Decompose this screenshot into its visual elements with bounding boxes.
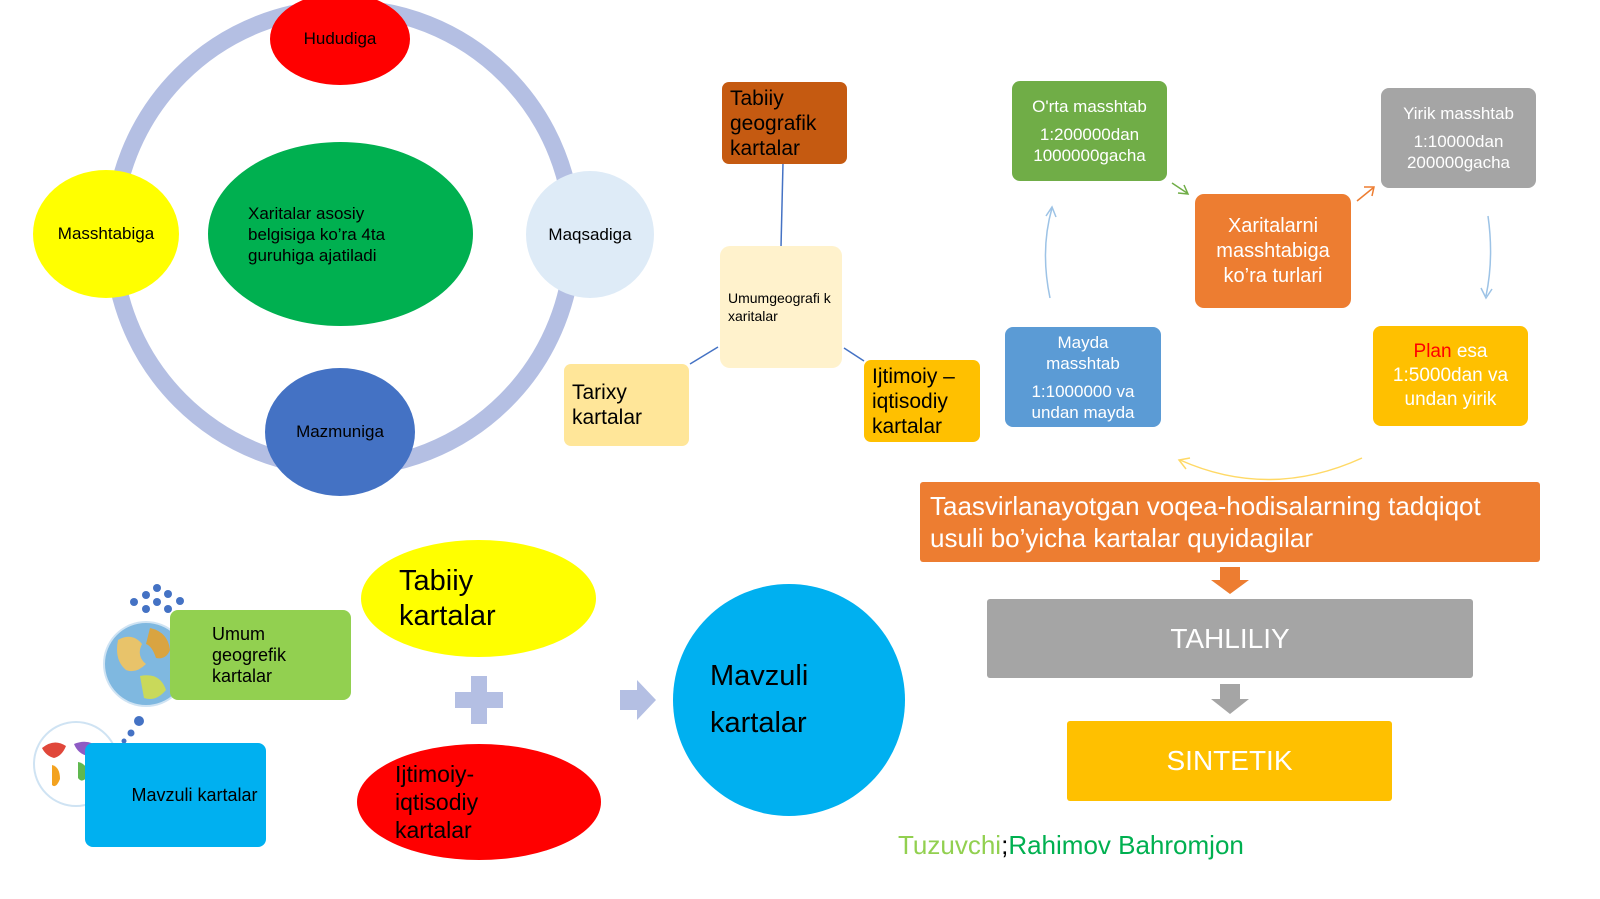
arrow-large-to-plan	[1485, 215, 1492, 297]
scale-plan-box: Plan esa 1:5000dan va undan yirik	[1373, 326, 1528, 426]
hub-center-label: Umumgeografi k xaritalar	[728, 290, 831, 324]
cycle-node-left: Masshtabiga	[33, 170, 179, 298]
arrowhead-medium-to-center	[1177, 184, 1190, 195]
method-header: Taasvirlanayotgan voqea-hodisalarning ta…	[920, 482, 1540, 562]
plus-sign-horizontal	[455, 692, 503, 708]
cycle-center: Xaritalar asosiy belgisiga ko’ra 4ta gur…	[208, 142, 473, 326]
formula-socio-ellipse: Ijtimoiy- iqtisodiy kartalar	[357, 744, 601, 860]
method-step-analytic-label: TAHLILIY	[1170, 622, 1290, 654]
cycle-node-top: Hududiga	[270, 0, 410, 85]
arrowhead-small-to-medium	[1045, 205, 1057, 218]
author-label: Tuzuvchi	[898, 830, 1002, 860]
scale-plan-title-rest: esa	[1451, 341, 1488, 362]
scale-medium-range: 1:200000dan 1000000gacha	[1033, 125, 1146, 165]
formula-socio-label: Ijtimoiy- iqtisodiy kartalar	[395, 761, 479, 843]
scale-medium-box: O'rta masshtab 1:200000dan 1000000gacha	[1012, 81, 1167, 181]
hub-node-right-label: Ijtimoiy – iqtisodiy kartalar	[872, 364, 955, 438]
arrow-small-to-medium	[1044, 207, 1053, 299]
formula-general-label: Umum geogrefik kartalar	[212, 623, 287, 686]
formula-general-box: Umum geogrefik kartalar	[170, 610, 351, 700]
hub-node-left-label: Tarixy kartalar	[572, 381, 643, 429]
formula-thematic-label: Mavzuli kartalar	[131, 784, 258, 805]
cycle-center-label: Xaritalar asosiy belgisiga ko’ra 4ta gur…	[248, 203, 386, 265]
formula-result-circle: Mavzuli kartalar	[673, 584, 905, 816]
arrowhead-large-to-plan	[1480, 287, 1493, 300]
cycle-node-right-label: Maqsadiga	[548, 224, 632, 244]
formula-natural-ellipse: Tabiiy kartalar	[361, 540, 596, 657]
author-name: Rahimov Bahromjon	[1008, 830, 1244, 860]
dot-cluster	[121, 584, 184, 744]
method-step-synthetic-label: SINTETIK	[1166, 745, 1293, 776]
method-step-analytic: TAHLILIY	[987, 599, 1473, 678]
scale-small-title: Mayda masshtab	[1046, 332, 1120, 373]
scale-plan-title: Plan esa	[1414, 340, 1488, 364]
arrowhead-center-to-large	[1364, 186, 1375, 197]
scale-large-title: Yirik masshtab	[1403, 104, 1514, 123]
scale-plan-highlight: Plan	[1413, 341, 1452, 362]
hub-line-top	[780, 162, 784, 248]
cycle-node-left-label: Masshtabiga	[57, 224, 155, 243]
arrow-center-to-large	[1356, 187, 1374, 202]
cycle-node-bottom: Mazmuniga	[265, 368, 415, 496]
scale-small-box: Mayda masshtab 1:1000000 va undan mayda	[1005, 327, 1161, 427]
globe-icon	[103, 621, 189, 707]
arrow-plan-to-small	[1179, 457, 1363, 481]
author-separator: ;	[1001, 830, 1009, 860]
hub-node-right: Ijtimoiy – iqtisodiy kartalar	[864, 360, 980, 442]
hub-line-right	[843, 347, 865, 362]
equals-arrow	[620, 680, 656, 720]
hub-node-top: Tabiiy geografik kartalar	[722, 82, 847, 164]
down-arrow-grey	[1211, 684, 1249, 714]
cycle-node-bottom-label: Mazmuniga	[296, 422, 384, 441]
scale-large-box: Yirik masshtab 1:10000dan 200000gacha	[1381, 88, 1536, 188]
hub-node-left: Tarixy kartalar	[564, 364, 689, 446]
cycle-node-top-label: Hududiga	[303, 29, 377, 48]
formula-result-label: Mavzuli kartalar	[710, 660, 809, 739]
hub-line-left	[689, 346, 719, 365]
arrow-medium-to-center	[1171, 182, 1188, 194]
scale-small-range: 1:1000000 va undan mayda	[1031, 381, 1135, 422]
scale-medium-title: O'rta masshtab	[1032, 97, 1147, 116]
scale-plan-range: 1:5000dan va undan yirik	[1392, 365, 1509, 410]
scale-large-range: 1:10000dan 200000gacha	[1406, 132, 1511, 172]
cycle-node-right: Maqsadiga	[526, 171, 654, 298]
hub-center: Umumgeografi k xaritalar	[720, 246, 842, 368]
method-step-synthetic: SINTETIK	[1067, 721, 1392, 801]
formula-natural-label: Tabiiy kartalar	[399, 564, 496, 632]
scale-center-box: Xaritalarni masshtabiga ko’ra turlari	[1195, 194, 1351, 308]
method-header-label: Taasvirlanayotgan voqea-hodisalarning ta…	[930, 491, 1481, 553]
author-credit: Tuzuvchi;Rahimov Bahromjon	[898, 830, 1244, 861]
arrowhead-plan-to-small	[1177, 457, 1191, 470]
formula-thematic-box: Mavzuli kartalar	[85, 743, 266, 847]
scale-center-label: Xaritalarni masshtabiga ko’ra turlari	[1216, 214, 1330, 287]
hub-node-top-label: Tabiiy geografik kartalar	[730, 86, 817, 160]
down-arrow-orange	[1211, 567, 1249, 594]
